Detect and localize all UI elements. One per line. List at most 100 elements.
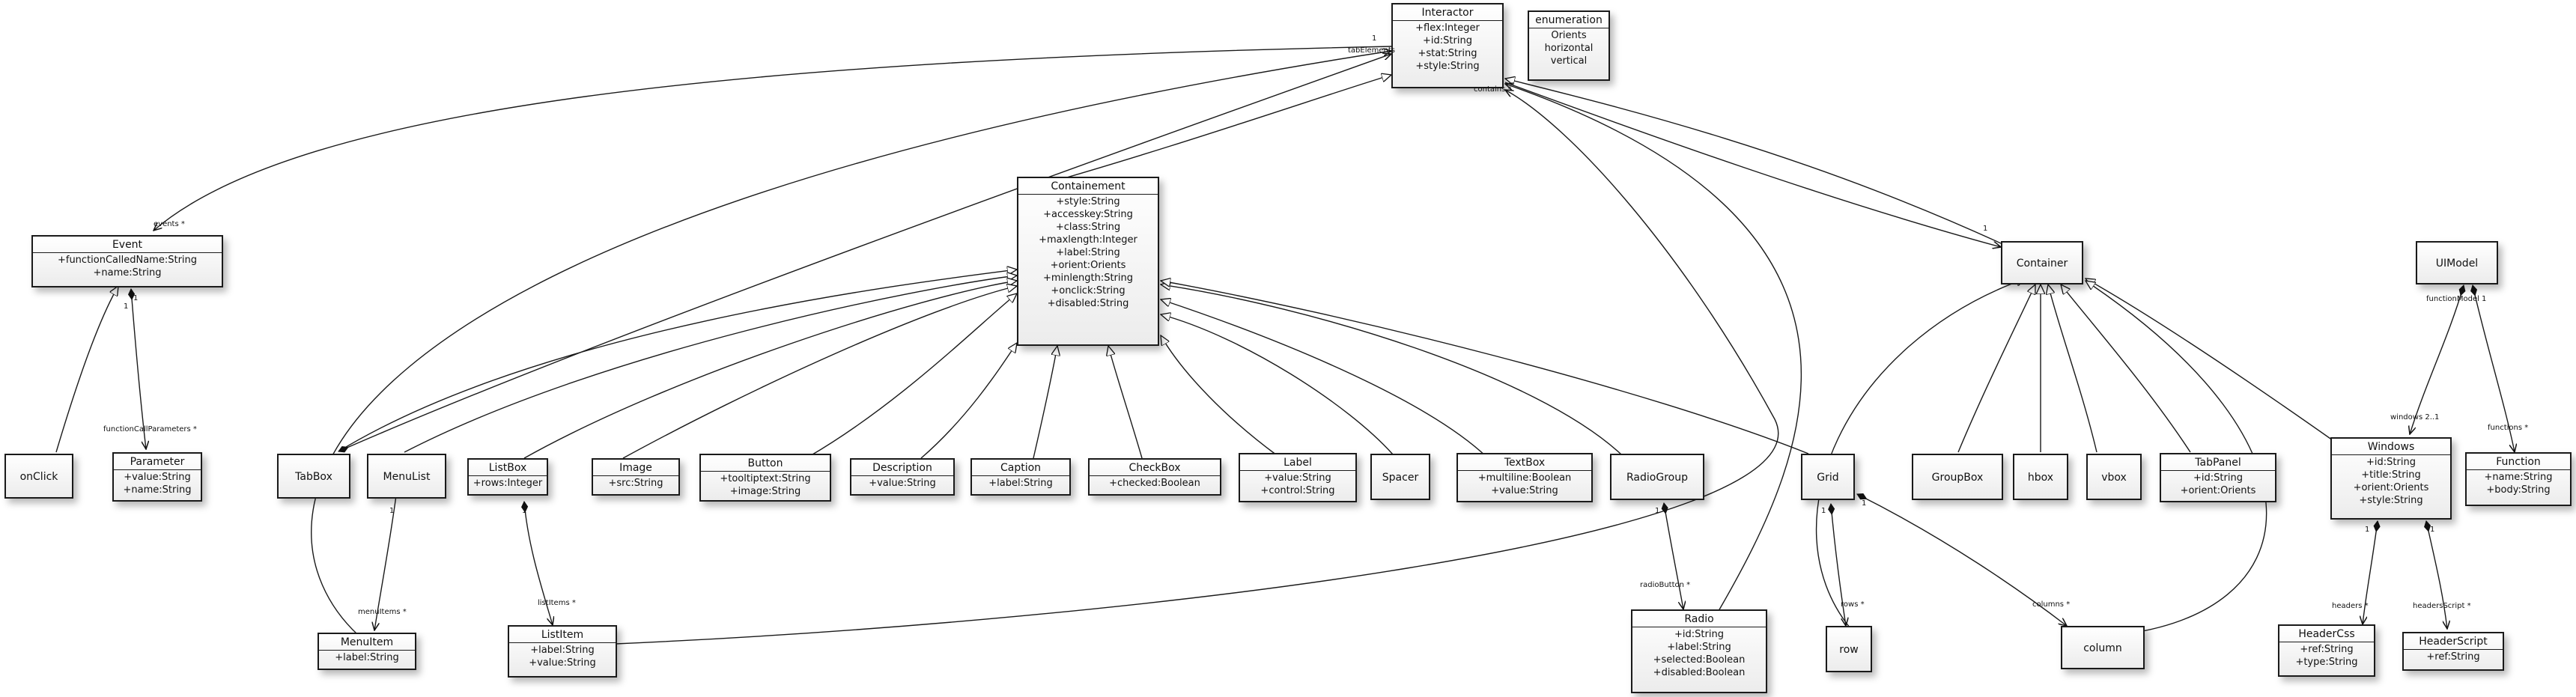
edge-caption-containment: [1033, 346, 1057, 459]
class-name: RadioGroup: [1626, 471, 1688, 484]
class-attribute: +value:String: [529, 657, 596, 669]
class-vbox: vbox: [2086, 454, 2142, 500]
class-attributes: +id:String+orient:Orients: [2161, 471, 2275, 499]
class-attribute: +label:String: [988, 478, 1053, 489]
class-attribute: +checked:Boolean: [1109, 478, 1200, 489]
class-attribute: +rows:Integer: [473, 478, 543, 489]
class-attributes: +src:String: [593, 476, 678, 491]
edge-label-functions: functions *: [2488, 424, 2529, 432]
class-attribute: +tooltiptext:String: [720, 473, 811, 484]
edge-vbox-container: [2048, 284, 2097, 453]
class-name: MenuList: [383, 470, 431, 483]
edge-label-radiobutton: radioButton *: [1640, 581, 1691, 589]
edge-label-listbox-one: 1: [522, 507, 527, 515]
edge-label-headerscript: headersScript *: [2413, 602, 2471, 610]
class-containment: Containement+style:String+accesskey:Stri…: [1017, 177, 1159, 346]
class-attributes: +functionCalledName:String+name:String: [33, 253, 222, 281]
class-name: HeaderCss: [2279, 626, 2374, 642]
class-name: Label: [1240, 454, 1355, 471]
class-attributes: +multiline:Boolean+value:String: [1458, 471, 1591, 499]
edge-label-event-one: 1: [133, 294, 139, 302]
edge-containment-interactor: [1016, 75, 1391, 192]
class-attribute: +value:String: [124, 472, 191, 483]
class-name: ListItem: [509, 627, 616, 643]
class-name: TextBox: [1458, 454, 1591, 471]
class-radio: Radio+id:String+label:String+selected:Bo…: [1631, 609, 1767, 693]
class-name: hbox: [2027, 471, 2054, 484]
class-name: Containement: [1018, 178, 1158, 195]
class-name: row: [1839, 643, 1859, 656]
edge-uimodel-windows: [2410, 285, 2464, 434]
class-name: TabPanel: [2161, 454, 2275, 471]
edge-textbox-containment: [1161, 299, 1487, 457]
class-attribute: +style:String: [1415, 61, 1480, 72]
edge-windows-headerscript: [2426, 521, 2447, 629]
class-image: Image+src:String: [592, 458, 680, 496]
class-attribute: +value:String: [1264, 472, 1331, 484]
edge-label-containment: [1161, 335, 1278, 456]
edge-grid-containment: [1161, 281, 1809, 454]
class-name: column: [2083, 642, 2122, 654]
class-description: Description+value:String: [850, 458, 955, 496]
class-attribute: +type:String: [2295, 657, 2358, 668]
edge-label-interactor-one: 1: [1372, 34, 1377, 43]
class-attributes: +style:String+accesskey:String+class:Str…: [1018, 195, 1158, 311]
edge-radiogroup-radio: [1664, 503, 1683, 609]
class-checkbox: CheckBox+checked:Boolean: [1088, 458, 1221, 496]
class-row: row: [1826, 626, 1872, 672]
class-name: Button: [701, 455, 830, 472]
edge-windows-headers: [2363, 521, 2378, 624]
class-listitem: ListItem+label:String+value:String: [508, 625, 617, 678]
edge-windows-container: [2086, 279, 2333, 441]
class-attribute: +name:String: [123, 484, 192, 496]
class-name: vbox: [2101, 471, 2127, 484]
class-tabbox: TabBox: [277, 454, 350, 499]
class-attribute: +accesskey:String: [1043, 209, 1133, 220]
edge-label-columns: columns *: [2032, 600, 2071, 609]
class-attribute: +class:String: [1055, 222, 1121, 233]
class-attribute: vertical: [1550, 55, 1588, 67]
class-function: Function+name:String+body:String: [2465, 452, 2572, 506]
class-name: onClick: [19, 470, 58, 483]
edge-radio-interactor: [1505, 84, 1802, 612]
edge-menuitem-interactor: [311, 51, 1391, 636]
class-tabpanel: TabPanel+id:String+orient:Orients: [2160, 453, 2276, 502]
edge-label-params: functionCallParameters *: [103, 425, 197, 433]
edge-groupbox-container: [1957, 284, 2035, 453]
edge-label-menuitems: menuItems *: [358, 608, 407, 616]
edge-tabpanel-container: [2061, 284, 2191, 453]
edge-onclick-event: [55, 286, 118, 453]
class-name: HeaderScript: [2404, 633, 2503, 650]
class-attributes: +flex:Integer+id:String+stat:String+styl…: [1393, 21, 1502, 74]
class-hbox: hbox: [2013, 454, 2068, 500]
class-spacer: Spacer: [1370, 454, 1430, 500]
edge-label-events: events *: [154, 220, 185, 228]
edge-label-headers: headers *: [2332, 602, 2369, 610]
class-attribute: +label:String: [1667, 642, 1731, 653]
class-name: UIModel: [2435, 257, 2479, 270]
class-name: Spacer: [1382, 471, 1419, 484]
edge-description-containment: [920, 343, 1017, 459]
edge-tabbox-tabelements: [338, 54, 1391, 451]
class-menuitem: MenuItem+label:String: [318, 633, 416, 670]
class-menulist: MenuList: [367, 454, 446, 499]
edge-label-menulist-one: 1: [389, 507, 395, 515]
class-headercss: HeaderCss+ref:String+type:String: [2278, 624, 2375, 677]
class-name: ListBox: [469, 460, 547, 476]
edge-column-container: [2086, 281, 2267, 636]
class-event: Event+functionCalledName:String+name:Str…: [31, 235, 223, 287]
class-grid: Grid: [1801, 454, 1855, 500]
class-attribute: Orients: [1551, 30, 1587, 41]
class-attributes: +id:String+title:String+orient:Orients+s…: [2332, 455, 2450, 508]
edge-image-containment: [622, 286, 1017, 459]
class-attribute: horizontal: [1544, 43, 1594, 54]
class-attributes: +tooltiptext:String+image:String: [701, 472, 830, 499]
class-name: Function: [2467, 454, 2570, 470]
class-attributes: +label:String+value:String: [509, 643, 616, 671]
class-attribute: +body:String: [2486, 484, 2551, 496]
edge-container-interactor: [1505, 79, 2002, 244]
edge-tabbox-containment: [338, 270, 1017, 452]
class-attribute: +label:String: [530, 645, 595, 656]
